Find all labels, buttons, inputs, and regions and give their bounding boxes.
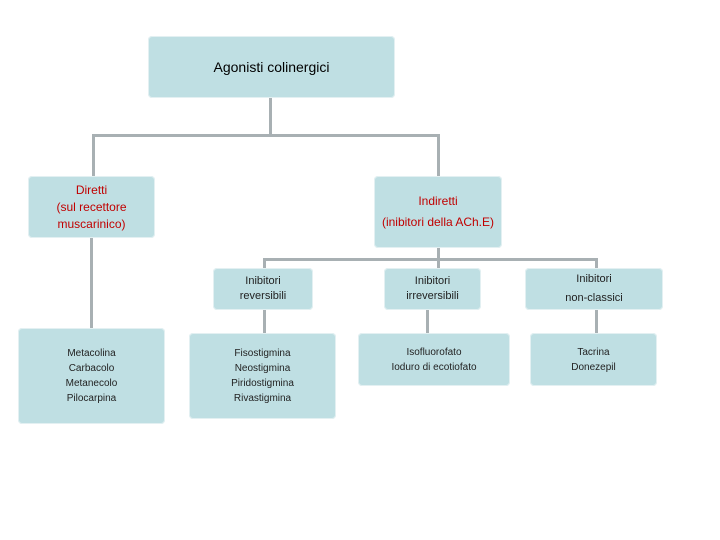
- irreversible-line-1: Inibitori: [414, 275, 451, 287]
- connector-top-horizontal: [92, 134, 440, 137]
- connector-mid-horizontal: [263, 258, 597, 261]
- reversible-node: Inibitori reversibili: [213, 268, 313, 310]
- reversible-drugs-box: Fisostigmina Neostigmina Piridostigmina …: [189, 333, 336, 419]
- list-item: Tacrina: [577, 346, 610, 358]
- connector-to-indirect: [437, 134, 440, 176]
- direct-node: Diretti (sul recettore muscarinico): [28, 176, 155, 238]
- direct-drugs-box: Metacolina Carbacolo Metanecolo Pilocarp…: [18, 328, 165, 424]
- irreversible-node: Inibitori irreversibili: [384, 268, 481, 310]
- irreversible-line-2: irreversibili: [406, 290, 459, 302]
- connector-root-down: [269, 97, 272, 135]
- connector-to-reversible: [263, 258, 266, 270]
- direct-line-1: Diretti: [75, 182, 108, 197]
- connector-irreversible-down: [426, 310, 429, 334]
- indirect-line-1: Indiretti: [418, 194, 458, 208]
- list-item: Metanecolo: [65, 378, 118, 389]
- list-item: Isofluorofato: [406, 346, 462, 358]
- connector-direct-down: [90, 238, 93, 330]
- list-item: Pilocarpina: [66, 393, 117, 404]
- direct-line-2: (sul recettore: [56, 199, 127, 214]
- nonclassic-line-1: Inibitori: [576, 273, 612, 285]
- irreversible-drugs-box: Isofluorofato Ioduro di ecotiofato: [358, 333, 510, 386]
- list-item: Piridostigmina: [231, 378, 294, 389]
- connector-reversible-down: [263, 310, 266, 334]
- root-label: Agonisti colinergici: [213, 59, 330, 75]
- list-item: Ioduro di ecotiofato: [391, 361, 477, 373]
- nonclassic-line-2: non-classici: [565, 292, 623, 304]
- list-item: Fisostigmina: [234, 348, 291, 359]
- connector-to-nonclassic: [595, 258, 598, 270]
- nonclassic-drugs-box: Tacrina Donezepil: [530, 333, 657, 386]
- direct-line-3: muscarinico): [57, 216, 126, 231]
- indirect-node: Indiretti (inibitori della ACh.E): [374, 176, 502, 248]
- list-item: Rivastigmina: [233, 393, 292, 404]
- nonclassic-node: Inibitori non-classici: [525, 268, 663, 310]
- list-item: Neostigmina: [234, 363, 291, 374]
- indirect-line-2: (inibitori della ACh.E): [381, 215, 495, 229]
- root-node: Agonisti colinergici: [148, 36, 395, 98]
- list-item: Donezepil: [571, 361, 616, 373]
- list-item: Metacolina: [67, 348, 116, 359]
- connector-to-direct: [92, 134, 95, 178]
- reversible-line-1: Inibitori: [245, 275, 281, 287]
- list-item: Carbacolo: [68, 363, 115, 374]
- reversible-line-2: reversibili: [239, 290, 287, 302]
- connector-nonclassic-down: [595, 310, 598, 334]
